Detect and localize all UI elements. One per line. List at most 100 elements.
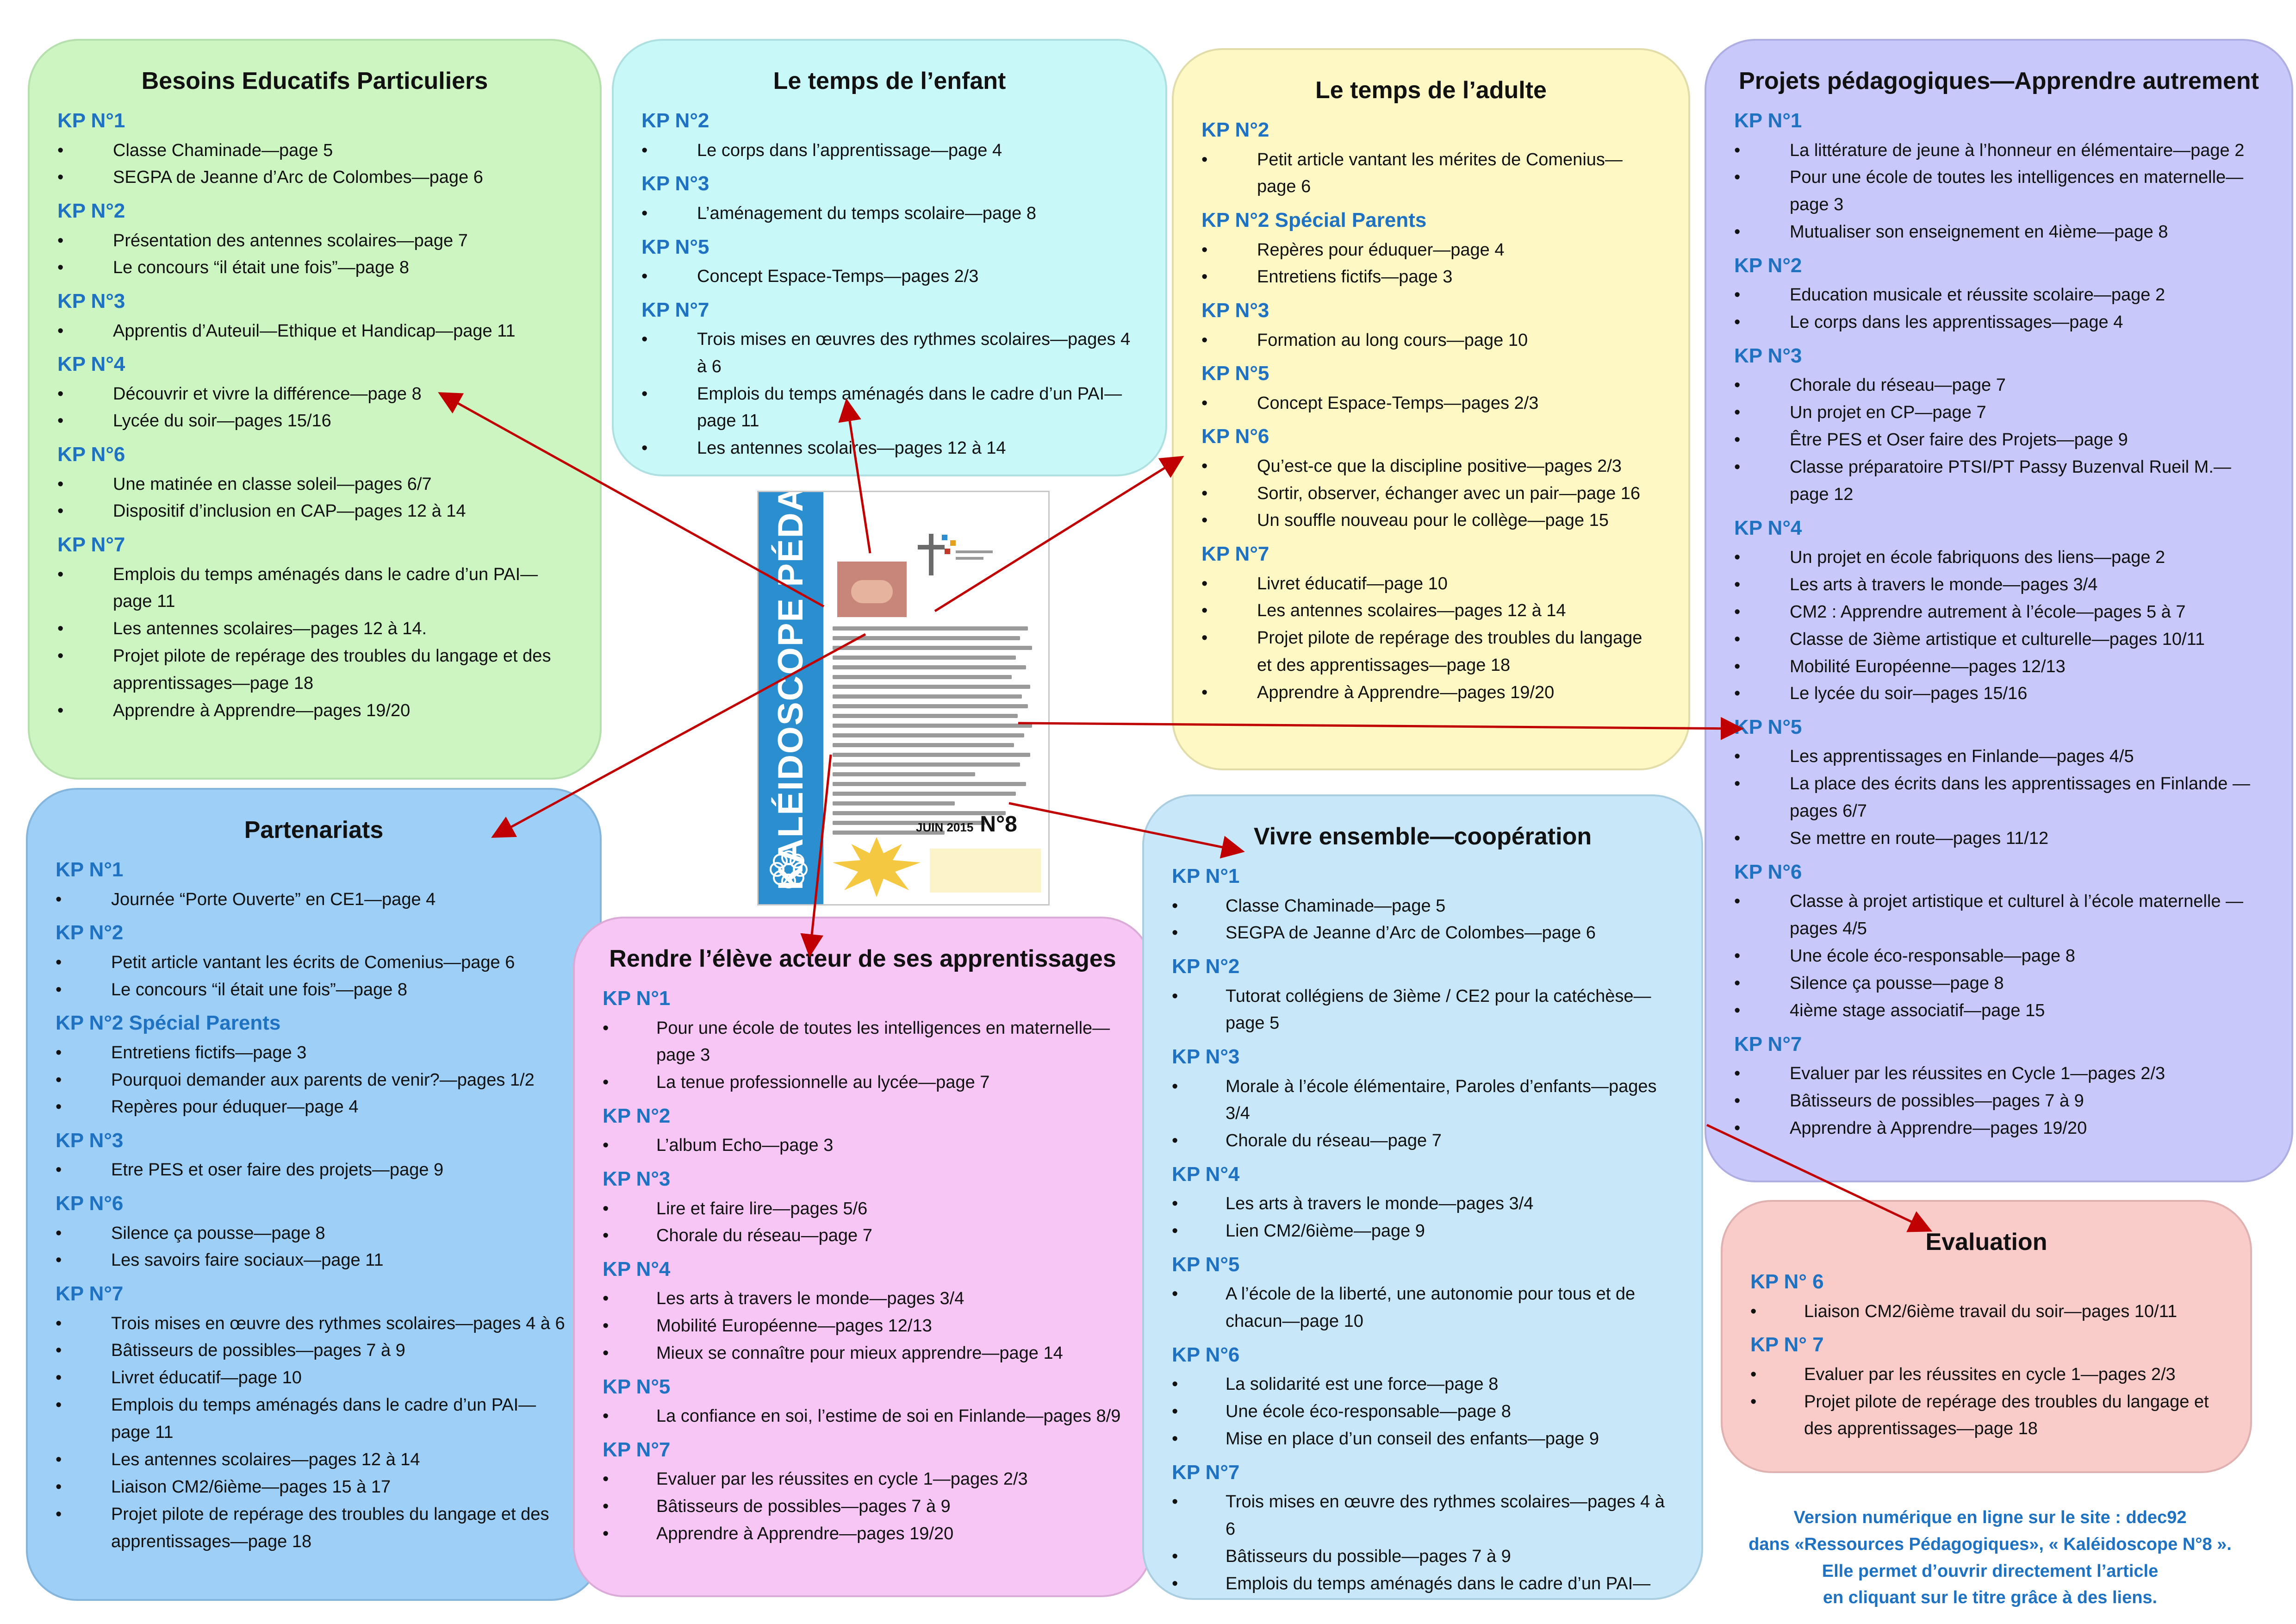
article-link[interactable]: Liaison CM2/6ième travail du soir—pages … [1750, 1298, 2222, 1325]
article-link[interactable]: Liaison CM2/6ième—pages 15 à 17 [56, 1474, 572, 1501]
article-link[interactable]: Livret éducatif—page 10 [1201, 570, 1661, 598]
article-link[interactable]: Un souffle nouveau pour le collège—page … [1201, 507, 1661, 534]
article-link[interactable]: Une école éco-responsable—page 8 [1172, 1398, 1674, 1425]
article-link[interactable]: Trois mises en œuvre des rythmes scolair… [56, 1310, 572, 1337]
article-link[interactable]: Chorale du réseau—page 7 [603, 1222, 1123, 1249]
article-link[interactable]: Apprentis d’Auteuil—Ethique et Handicap—… [57, 318, 572, 345]
article-link[interactable]: Mieux se connaître pour mieux apprendre—… [603, 1340, 1123, 1367]
article-link[interactable]: Apprendre à Apprendre—pages 19/20 [603, 1520, 1123, 1548]
article-link[interactable]: Le concours “il était une fois”—page 8 [56, 976, 572, 1004]
article-link[interactable]: Le concours “il était une fois”—page 8 [57, 254, 572, 281]
article-link[interactable]: Mise en place d’un conseil des enfants—p… [1172, 1425, 1674, 1453]
article-link[interactable]: Le lycée du soir—pages 15/16 [1734, 680, 2264, 707]
article-link[interactable]: Les arts à travers le monde—pages 3/4 [1734, 571, 2264, 599]
article-link[interactable]: Le corps dans l’apprentissage—page 4 [641, 137, 1138, 164]
article-link[interactable]: Projet pilote de repérage des troubles d… [56, 1501, 572, 1555]
article-link[interactable]: Bâtisseurs de possibles—pages 7 à 9 [603, 1493, 1123, 1520]
article-link[interactable]: Silence ça pousse—page 8 [1734, 970, 2264, 997]
article-link[interactable]: Journée “Porte Ouverte” en CE1—page 4 [56, 886, 572, 913]
article-link[interactable]: Apprendre à Apprendre—pages 19/20 [1734, 1115, 2264, 1142]
article-link[interactable]: Classe de 3ième artistique et culturelle… [1734, 626, 2264, 653]
article-link[interactable]: Les antennes scolaires—pages 12 à 14 [641, 435, 1138, 462]
article-link[interactable]: Emplois du temps aménagés dans le cadre … [56, 1392, 572, 1446]
article-link[interactable]: Pour une école de toutes les intelligenc… [603, 1015, 1123, 1069]
article-link[interactable]: La place des écrits dans les apprentissa… [1734, 770, 2264, 825]
article-link[interactable]: Les antennes scolaires—pages 12 à 14. [57, 615, 572, 643]
article-link[interactable]: Classe Chaminade—page 5 [1172, 893, 1674, 920]
article-link[interactable]: Mobilité Européenne—pages 12/13 [1734, 653, 2264, 681]
article-link[interactable]: Les arts à travers le monde—pages 3/4 [1172, 1190, 1674, 1218]
article-link[interactable]: Projet pilote de repérage des troubles d… [57, 643, 572, 697]
article-link[interactable]: Concept Espace-Temps—pages 2/3 [641, 263, 1138, 290]
article-link[interactable]: Formation au long cours—page 10 [1201, 327, 1661, 354]
article-link[interactable]: Etre PES et oser faire des projets—page … [56, 1156, 572, 1184]
article-link[interactable]: Se mettre en route—pages 11/12 [1734, 825, 2264, 852]
article-link[interactable]: Les antennes scolaires—pages 12 à 14 [56, 1446, 572, 1474]
article-link[interactable]: Entretiens fictifs—page 3 [1201, 263, 1661, 291]
article-link[interactable]: Apprendre à Apprendre—pages 19/20 [1201, 679, 1661, 706]
article-link[interactable]: SEGPA de Jeanne d’Arc de Colombes—page 6 [1172, 919, 1674, 947]
article-link[interactable]: Présentation des antennes scolaires—page… [57, 227, 572, 255]
article-link[interactable]: Repères pour éduquer—page 4 [56, 1093, 572, 1121]
article-link[interactable]: 4ième stage associatif—page 15 [1734, 997, 2264, 1024]
article-link[interactable]: Les savoirs faire sociaux—page 11 [56, 1247, 572, 1274]
article-link[interactable]: Trois mises en œuvres des rythmes scolai… [641, 326, 1138, 381]
article-link[interactable]: La solidarité est une force—page 8 [1172, 1371, 1674, 1398]
article-link[interactable]: Classe préparatoire PTSI/PT Passy Buzenv… [1734, 454, 2264, 508]
article-link[interactable]: Mutualiser son enseignement en 4ième—pag… [1734, 219, 2264, 246]
article-link[interactable]: Dispositif d’inclusion en CAP—pages 12 à… [57, 498, 572, 525]
article-link[interactable]: Une école éco-responsable—page 8 [1734, 943, 2264, 970]
article-link[interactable]: Les apprentissages en Finlande—pages 4/5 [1734, 743, 2264, 770]
article-link[interactable]: Projet pilote de repérage des troubles d… [1750, 1388, 2222, 1443]
article-link[interactable]: Découvrir et vivre la différence—page 8 [57, 381, 572, 408]
article-link[interactable]: Evaluer par les réussites en cycle 1—pag… [1750, 1361, 2222, 1388]
article-link[interactable]: Repères pour éduquer—page 4 [1201, 237, 1661, 264]
article-link[interactable]: Mobilité Européenne—pages 12/13 [603, 1312, 1123, 1340]
article-link[interactable]: Petit article vantant les mérites de Com… [1201, 146, 1661, 201]
article-link[interactable]: Projet pilote de repérage des troubles d… [1201, 625, 1661, 679]
article-link[interactable]: Tutorat collégiens de 3ième / CE2 pour l… [1172, 983, 1674, 1037]
article-link[interactable]: Chorale du réseau—page 7 [1172, 1127, 1674, 1155]
article-link[interactable]: A l’école de la liberté, une autonomie p… [1172, 1280, 1674, 1335]
article-link[interactable]: La tenue professionnelle au lycée—page 7 [603, 1069, 1123, 1096]
article-link[interactable]: Lire et faire lire—pages 5/6 [603, 1195, 1123, 1223]
article-link[interactable]: Emplois du temps aménagés dans le cadre … [1172, 1570, 1674, 1598]
article-link[interactable]: Emplois du temps aménagés dans le cadre … [57, 561, 572, 616]
article-link[interactable]: Emplois du temps aménagés dans le cadre … [641, 381, 1138, 435]
article-link[interactable]: La littérature de jeune à l’honneur en é… [1734, 137, 2264, 164]
article-link[interactable]: Evaluer par les réussites en Cycle 1—pag… [1734, 1060, 2264, 1087]
article-link[interactable]: Morale à l’école élémentaire, Paroles d’… [1172, 1073, 1674, 1128]
article-link[interactable]: Entretiens fictifs—page 3 [56, 1039, 572, 1067]
article-link[interactable]: Trois mises en œuvre des rythmes scolair… [1172, 1488, 1674, 1543]
article-link[interactable]: Qu’est-ce que la discipline positive—pag… [1201, 453, 1661, 480]
article-link[interactable]: Pour une école de toutes les intelligenc… [1734, 164, 2264, 219]
article-link[interactable]: Classe à projet artistique et culturel à… [1734, 888, 2264, 943]
article-link[interactable]: Les arts à travers le monde—pages 3/4 [603, 1285, 1123, 1312]
article-link[interactable]: Lycée du soir—pages 15/16 [57, 407, 572, 435]
article-link[interactable]: Pourquoi demander aux parents de venir?—… [56, 1067, 572, 1094]
article-link[interactable]: Chorale du réseau—page 7 [1734, 372, 2264, 399]
article-link[interactable]: Une matinée en classe soleil—pages 6/7 [57, 471, 572, 498]
article-link[interactable]: Silence ça pousse—page 8 [56, 1220, 572, 1247]
article-link[interactable]: SEGPA de Jeanne d’Arc de Colombes—page 6 [57, 164, 572, 191]
article-link[interactable]: Les antennes scolaires—pages 12 à 14 [1201, 597, 1661, 625]
article-link[interactable]: Le corps dans les apprentissages—page 4 [1734, 309, 2264, 336]
article-link[interactable]: Concept Espace-Temps—pages 2/3 [1201, 390, 1661, 417]
article-link[interactable]: Bâtisseurs de possibles—pages 7 à 9 [56, 1337, 572, 1364]
article-link[interactable]: Un projet en CP—page 7 [1734, 399, 2264, 426]
article-link[interactable]: L’album Echo—page 3 [603, 1132, 1123, 1159]
article-link[interactable]: Un projet en école fabriquons des liens—… [1734, 544, 2264, 571]
article-link[interactable]: La confiance en soi, l’estime de soi en … [603, 1403, 1123, 1430]
article-link[interactable]: Classe Chaminade—page 5 [57, 137, 572, 164]
article-link[interactable]: Être PES et Oser faire des Projets—page … [1734, 426, 2264, 454]
article-link[interactable]: Apprendre à Apprendre—pages 19/20 [57, 697, 572, 725]
article-link[interactable]: L’aménagement du temps scolaire—page 8 [641, 200, 1138, 227]
article-link[interactable]: Lien CM2/6ième—page 9 [1172, 1218, 1674, 1245]
article-link[interactable]: Evaluer par les réussites en cycle 1—pag… [603, 1466, 1123, 1493]
article-link[interactable]: Sortir, observer, échanger avec un pair—… [1201, 480, 1661, 507]
magazine-cover[interactable]: KALÉIDOSCOPE PÉDAGOGIQUE 92 [757, 491, 1050, 906]
article-link[interactable]: Education musicale et réussite scolaire—… [1734, 281, 2264, 309]
article-link[interactable]: Bâtisseurs du possible—pages 7 à 9 [1172, 1543, 1674, 1570]
article-link[interactable]: CM2 : Apprendre autrement à l’école—page… [1734, 599, 2264, 626]
article-link[interactable]: Petit article vantant les écrits de Come… [56, 949, 572, 976]
